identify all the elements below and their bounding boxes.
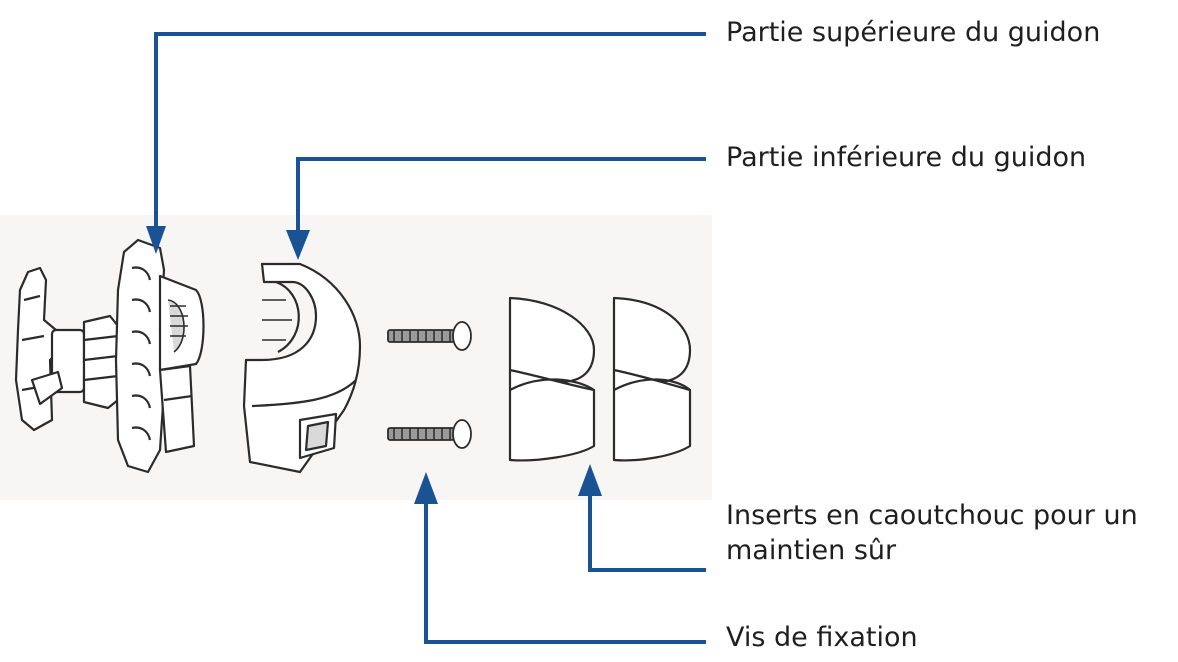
label-bottom-part: Partie inférieure du guidon: [726, 142, 1087, 173]
handlebar-top-part: [14, 238, 205, 474]
screw-lower: [387, 419, 472, 449]
callout-line-bottom-part: [296, 157, 706, 232]
handlebar-bottom-part: [242, 262, 362, 474]
callout-line-screws: [424, 500, 706, 644]
callout-line-inserts: [588, 490, 706, 572]
mounting-screws: [387, 321, 472, 449]
rubber-insert-left: [508, 296, 596, 462]
label-top-part: Partie supérieure du guidon: [726, 17, 1101, 48]
label-inserts: Inserts en caoutchouc pour un maintien s…: [726, 498, 1138, 568]
screw-upper: [387, 321, 472, 351]
callout-arrow-inserts: [578, 464, 602, 496]
callout-arrow-bottom-part: [286, 230, 310, 260]
callout-arrow-top-part: [146, 226, 166, 254]
rubber-inserts: [508, 296, 692, 462]
label-inserts-line2: maintien sûr: [726, 535, 897, 567]
callout-lines: [146, 32, 706, 644]
callout-line-top-part: [154, 32, 706, 228]
label-screws: Vis de fixation: [726, 622, 918, 653]
callout-arrow-screws: [414, 472, 438, 504]
rubber-insert-right: [612, 296, 692, 462]
label-inserts-line1: Inserts en caoutchouc pour un: [726, 500, 1138, 531]
